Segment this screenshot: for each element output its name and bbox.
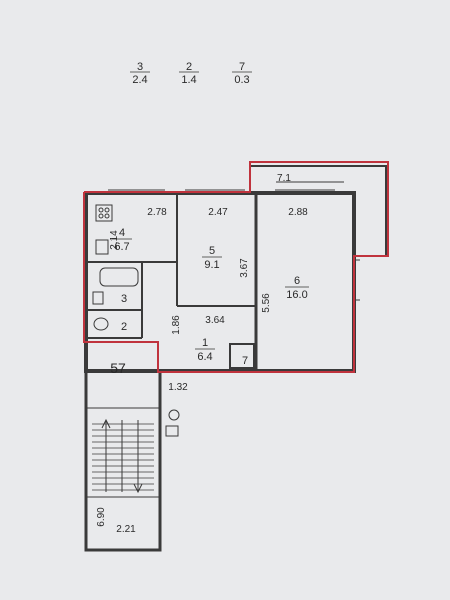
bathroom-sink-icon xyxy=(92,291,104,305)
burner-icon xyxy=(104,207,110,213)
dim-2-88: 2.88 xyxy=(288,207,308,218)
balcony-wall xyxy=(249,165,387,257)
stair-treads xyxy=(92,423,154,491)
burner-icon xyxy=(104,213,110,219)
dim-5-56: 5.56 xyxy=(261,293,272,313)
burner-icon xyxy=(98,213,104,219)
legend-num-7: 7 xyxy=(239,61,245,73)
stair-arrows xyxy=(101,418,143,494)
room-5-num: 5 xyxy=(209,245,215,257)
dim-6-90: 6.90 xyxy=(96,507,107,527)
room-4-num: 4 xyxy=(119,227,125,239)
fixtures xyxy=(92,204,180,437)
legend-num-2: 2 xyxy=(186,61,192,73)
walls xyxy=(84,165,387,552)
dim-3-64: 3.64 xyxy=(205,315,225,326)
dim-3-67: 3.67 xyxy=(239,258,250,278)
outer-wall xyxy=(84,191,356,373)
area-legend: 3 2.4 2 1.4 7 0.3 xyxy=(130,61,252,86)
legend-num-3: 3 xyxy=(137,61,143,73)
toilet-icon xyxy=(165,425,179,437)
room-2-num: 2 xyxy=(121,321,127,333)
room-1-area: 6.4 xyxy=(197,351,212,363)
stove-icon xyxy=(95,204,113,222)
room-5-area: 9.1 xyxy=(204,259,219,271)
room-4-area: 6.7 xyxy=(114,241,129,253)
dim-1-86: 1.86 xyxy=(171,315,182,335)
dim-2-78: 2.78 xyxy=(147,207,167,218)
room-6-num: 6 xyxy=(294,275,300,287)
toilet-icon xyxy=(93,317,109,331)
room-6-area: 16.0 xyxy=(286,289,307,301)
room-3-num: 3 xyxy=(121,293,127,305)
dim-2-14: 2.14 xyxy=(109,230,120,250)
dim-2-21: 2.21 xyxy=(116,524,136,535)
legend-area-3: 2.4 xyxy=(132,74,147,86)
dim-1-32: 1.32 xyxy=(168,382,188,393)
bathtub-icon xyxy=(99,267,139,287)
dim-7-1: 7.1 xyxy=(277,173,291,184)
apartment-outline xyxy=(83,161,389,373)
stairwell-wall xyxy=(84,371,162,552)
burner-icon xyxy=(98,207,104,213)
dimension-labels: 2.78 2.47 2.88 7.1 2.14 3.67 5.56 3.64 1… xyxy=(96,173,308,535)
sink-icon xyxy=(168,409,180,421)
stairwell-label: 57 xyxy=(110,360,126,376)
room-labels: 4 6.7 5 9.1 6 16.0 1 6.4 3 2 7 xyxy=(112,227,309,367)
closet-7-wall xyxy=(229,343,255,369)
legend-area-7: 0.3 xyxy=(234,74,249,86)
room-1-num: 1 xyxy=(202,337,208,349)
kitchen-sink-icon xyxy=(95,239,109,255)
dim-2-47: 2.47 xyxy=(208,207,228,218)
room-7-num: 7 xyxy=(242,355,248,367)
legend-area-2: 1.4 xyxy=(181,74,196,86)
